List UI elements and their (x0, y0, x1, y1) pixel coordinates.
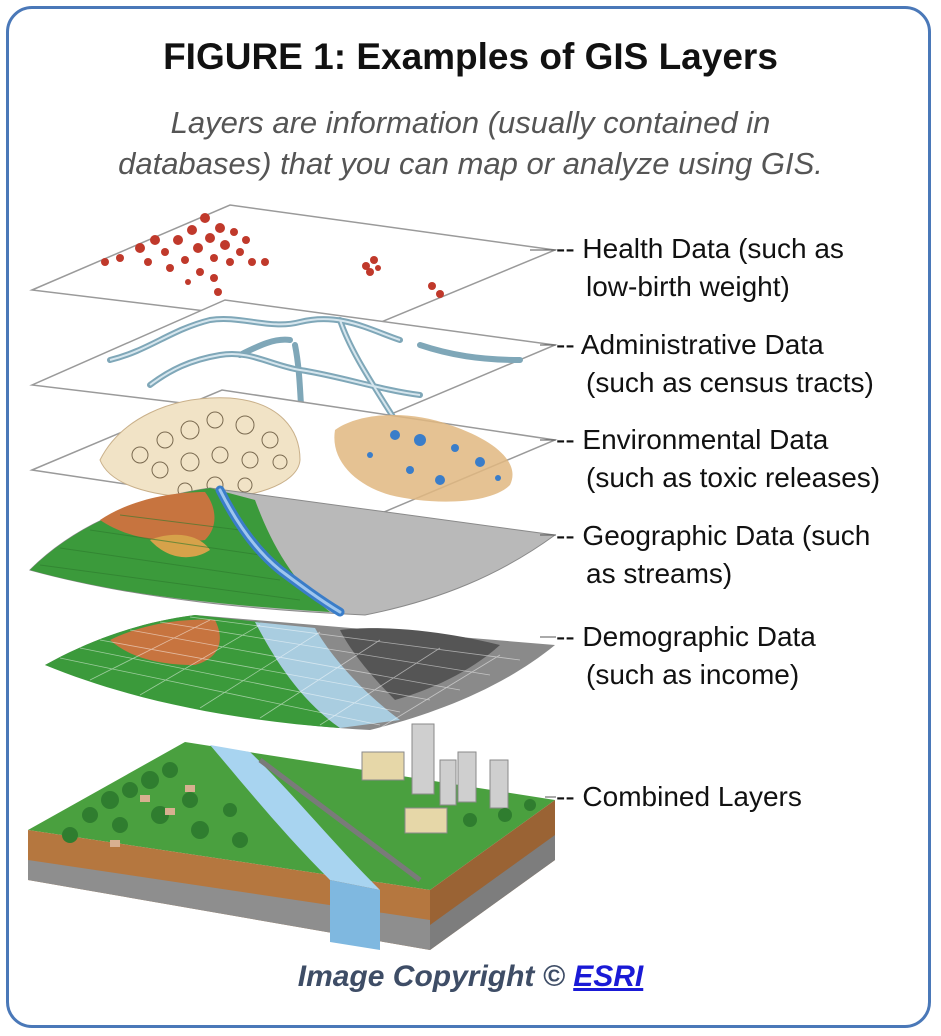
demographic-layer (45, 615, 555, 730)
copyright-text: Image Copyright © (297, 960, 565, 993)
layer-label-health: -- Health Data (such as low-birth weight… (556, 230, 844, 306)
layer-label-line: -- Demographic Data (556, 621, 816, 652)
health-layer (29, 204, 558, 331)
layer-label-line: -- Combined Layers (556, 781, 802, 812)
label-connectors (530, 249, 556, 798)
combined-layer (28, 723, 555, 950)
layer-label-line: -- Administrative Data (556, 329, 824, 360)
layer-label-line: -- Environmental Data (556, 424, 829, 455)
copyright-line: Image Copyright © ESRI (0, 960, 941, 994)
subtitle-line: Layers are information (usually containe… (170, 105, 771, 140)
figure-title: FIGURE 1: Examples of GIS Layers (163, 36, 778, 77)
layer-label-geographic: -- Geographic Data (such as streams) (556, 517, 870, 593)
layer-label-line: low-birth weight) (586, 271, 790, 302)
layer-label-environmental: -- Environmental Data (such as toxic rel… (556, 421, 880, 497)
subtitle-line: databases) that you can map or analyze u… (118, 146, 823, 181)
esri-link[interactable]: ESRI (573, 960, 644, 993)
layer-label-line: (such as income) (586, 659, 800, 690)
layer-label-combined: -- Combined Layers (556, 778, 802, 816)
geographic-layer (29, 485, 557, 617)
layer-label-line: (such as toxic releases) (586, 462, 881, 493)
layer-label-line: (such as census tracts) (586, 367, 874, 398)
administrative-layer (29, 299, 558, 426)
layer-label-demographic: -- Demographic Data (such as income) (556, 618, 816, 694)
layer-label-line: -- Geographic Data (such (556, 520, 871, 551)
layer-label-administrative: -- Administrative Data (such as census t… (556, 326, 874, 402)
layer-label-line: as streams) (586, 558, 733, 589)
layer-label-line: -- Health Data (such as (556, 233, 844, 264)
figure-subtitle: Layers are information (usually containe… (0, 102, 941, 184)
